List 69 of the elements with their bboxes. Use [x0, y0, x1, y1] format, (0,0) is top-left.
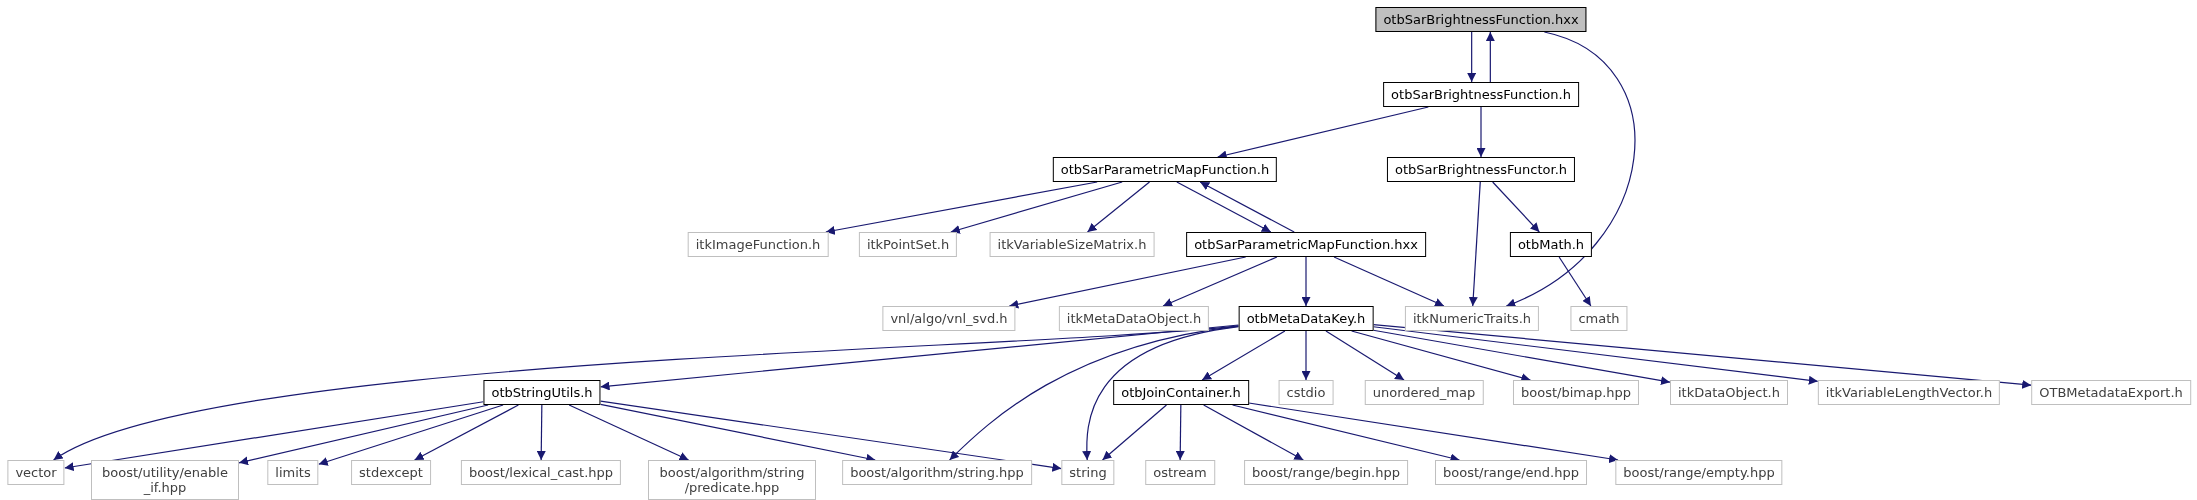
arrow — [950, 181, 1123, 234]
file-box: vnl/algo/vnl_svd.h — [882, 306, 1016, 331]
file-box: cstdio — [1278, 380, 1334, 405]
arrow — [1086, 181, 1151, 233]
arrow — [1505, 31, 1636, 307]
file-box: boost/lexical_cast.hpp — [460, 460, 622, 485]
file-box: otbSarBrightnessFunction.h — [1383, 82, 1579, 107]
arrow — [1176, 181, 1272, 233]
arrow — [64, 401, 485, 471]
arrow — [1333, 256, 1445, 307]
arrow — [1175, 404, 1185, 461]
arrow — [568, 404, 690, 461]
file-box: boost/utility/enable _if.hpp — [91, 460, 239, 500]
arrow — [1203, 404, 1304, 461]
file-box: otbJoinContainer.h — [1113, 380, 1249, 405]
file-box: limits — [267, 460, 319, 485]
arrow — [1325, 330, 1405, 381]
arrow — [1162, 256, 1278, 307]
arrow — [1372, 324, 2032, 389]
arrow — [1351, 330, 1531, 382]
arrow — [414, 404, 519, 461]
file-box: boost/range/end.hpp — [1435, 460, 1587, 485]
file-box: itkImageFunction.h — [687, 232, 829, 257]
file-box: boost/algorithm/string /predicate.hpp — [648, 460, 816, 500]
arrow — [1201, 330, 1286, 381]
file-box: stdexcept — [351, 460, 431, 485]
file-box: otbMath.h — [1509, 232, 1593, 257]
arrow — [1485, 31, 1495, 83]
file-box: boost/range/empty.hpp — [1615, 460, 1783, 485]
arrow — [1372, 326, 1819, 385]
file-box: otbStringUtils.h — [483, 380, 601, 405]
file-box: itkVariableLengthVector.h — [1817, 380, 2001, 405]
arrow — [1301, 330, 1311, 381]
arrow — [1558, 256, 1592, 307]
file-box: itkVariableSizeMatrix.h — [989, 232, 1155, 257]
file-box: boost/range/begin.hpp — [1244, 460, 1408, 485]
file-box: otbSarBrightnessFunctor.h — [1386, 157, 1576, 182]
arrow — [53, 325, 1240, 461]
arrow — [1467, 31, 1477, 83]
arrow — [1101, 404, 1168, 461]
arrow — [599, 400, 1062, 472]
file-box: cmath — [1570, 306, 1628, 331]
file-box: itkNumericTraits.h — [1404, 306, 1540, 331]
arrow — [1468, 181, 1481, 307]
file-box: vector — [7, 460, 65, 485]
arrow — [1301, 256, 1311, 307]
file-box: itkPointSet.h — [858, 232, 958, 257]
file-box: OTBMetadataExport.h — [2031, 380, 2191, 405]
file-box: unordered_map — [1364, 380, 1484, 405]
arrow — [1476, 106, 1486, 158]
file-box: itkMetaDataObject.h — [1058, 306, 1210, 331]
file-box: boost/algorithm/string.hpp — [842, 460, 1032, 485]
file-box: itkDataObject.h — [1670, 380, 1788, 405]
file-box: string — [1061, 460, 1115, 485]
file-box: boost/bimap.hpp — [1513, 380, 1639, 405]
file-box: otbSarParametricMapFunction.h — [1052, 157, 1278, 182]
file-box: ostream — [1145, 460, 1215, 485]
arrow — [238, 404, 489, 466]
arrow — [1082, 325, 1240, 461]
file-box: otbMetaDataKey.h — [1238, 306, 1374, 331]
arrow — [1492, 181, 1540, 233]
arrow — [1248, 402, 1619, 464]
arrow — [1199, 181, 1295, 233]
file-box: otbSarParametricMapFunction.hxx — [1186, 232, 1426, 257]
arrow — [1372, 329, 1671, 386]
arrow — [318, 404, 504, 466]
file-box: otbSarBrightnessFunction.hxx — [1375, 7, 1587, 32]
arrow — [536, 404, 546, 461]
arrow — [825, 181, 1098, 235]
